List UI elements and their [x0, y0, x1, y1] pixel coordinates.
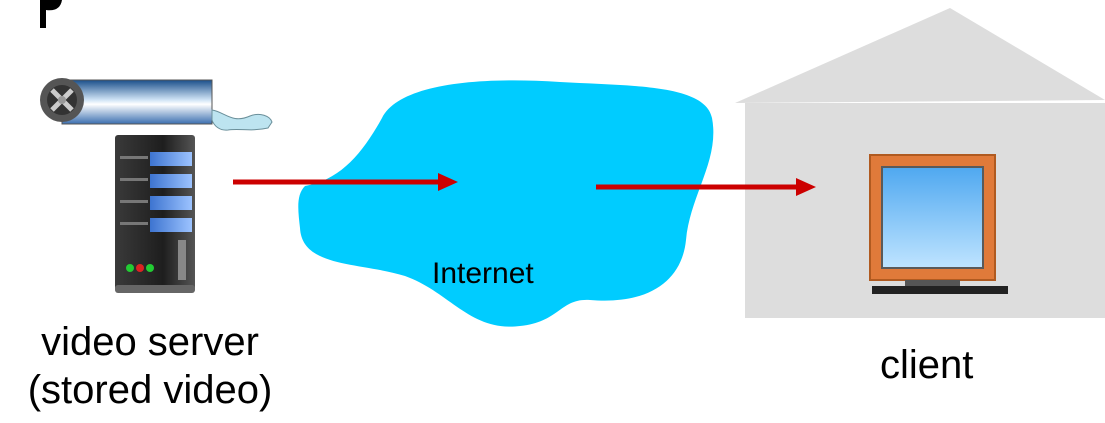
internet-cloud-icon [298, 80, 714, 327]
title-fragment [40, 0, 62, 28]
client-label: client [880, 343, 974, 387]
internet-label: Internet [432, 257, 534, 290]
arrow-right-icon [233, 173, 458, 191]
film-reel-icon [40, 78, 273, 131]
arrow-right-icon [596, 178, 816, 196]
server-label-line2: (stored video) [27, 368, 273, 412]
video-server-label: video server (stored video) [0, 318, 300, 414]
server-tower-icon [115, 135, 195, 293]
server-label-line1: video server [41, 320, 259, 364]
monitor-icon [869, 154, 1008, 294]
